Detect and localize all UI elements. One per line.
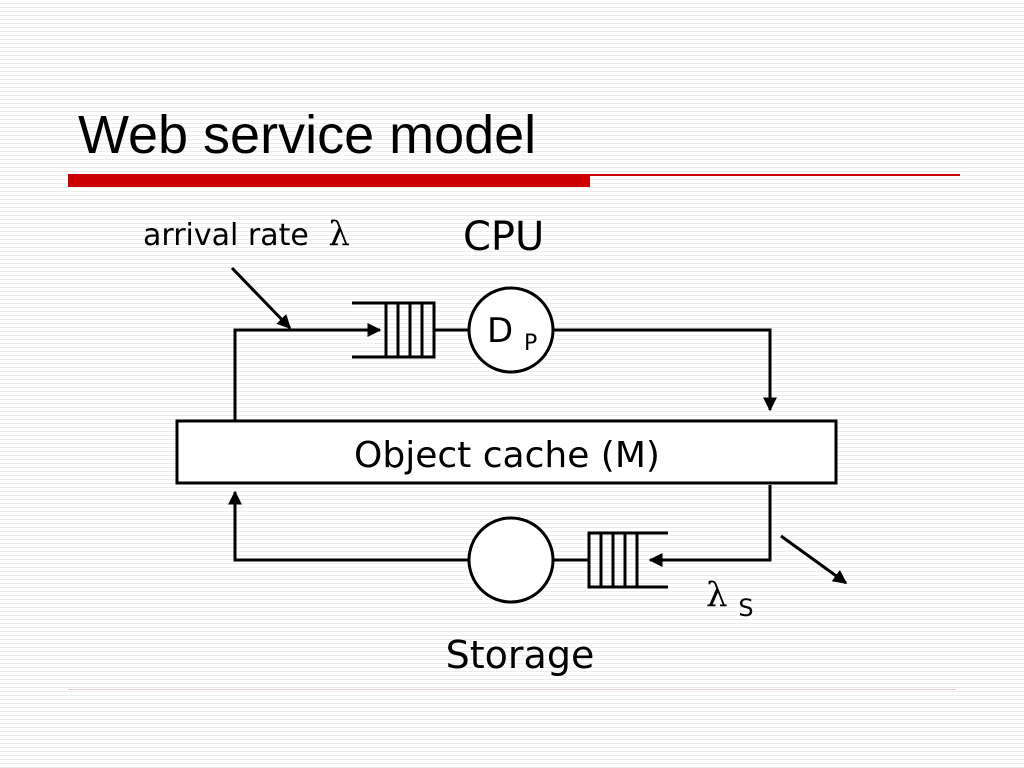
- object-cache-box: [175, 419, 838, 485]
- slide-title: Web service model: [78, 105, 537, 165]
- title-underline-rule: [590, 174, 960, 176]
- storage-label: Storage: [446, 633, 595, 677]
- title-underline-accent: [68, 174, 590, 187]
- storage-to-cache-path: [228, 490, 469, 562]
- arrival-arrow: [230, 266, 292, 330]
- cpu-to-cache-path: [553, 328, 777, 412]
- object-cache-label: Object cache (M): [354, 435, 660, 476]
- cpu-label: CPU: [463, 214, 544, 260]
- storage-rate-label: λ S: [706, 575, 754, 622]
- footer-rule: [68, 689, 956, 690]
- cache-to-cpu-path: [233, 323, 382, 428]
- arrival-rate-symbol: λ: [328, 214, 350, 254]
- arrival-rate-label: arrival rate λ: [143, 214, 350, 254]
- departure-arrow: [780, 534, 848, 585]
- cpu-server-label: D P: [487, 311, 537, 356]
- arrival-rate-text: arrival rate: [143, 218, 309, 253]
- cache-to-storage-path: [648, 485, 772, 567]
- storage-server: [467, 516, 555, 604]
